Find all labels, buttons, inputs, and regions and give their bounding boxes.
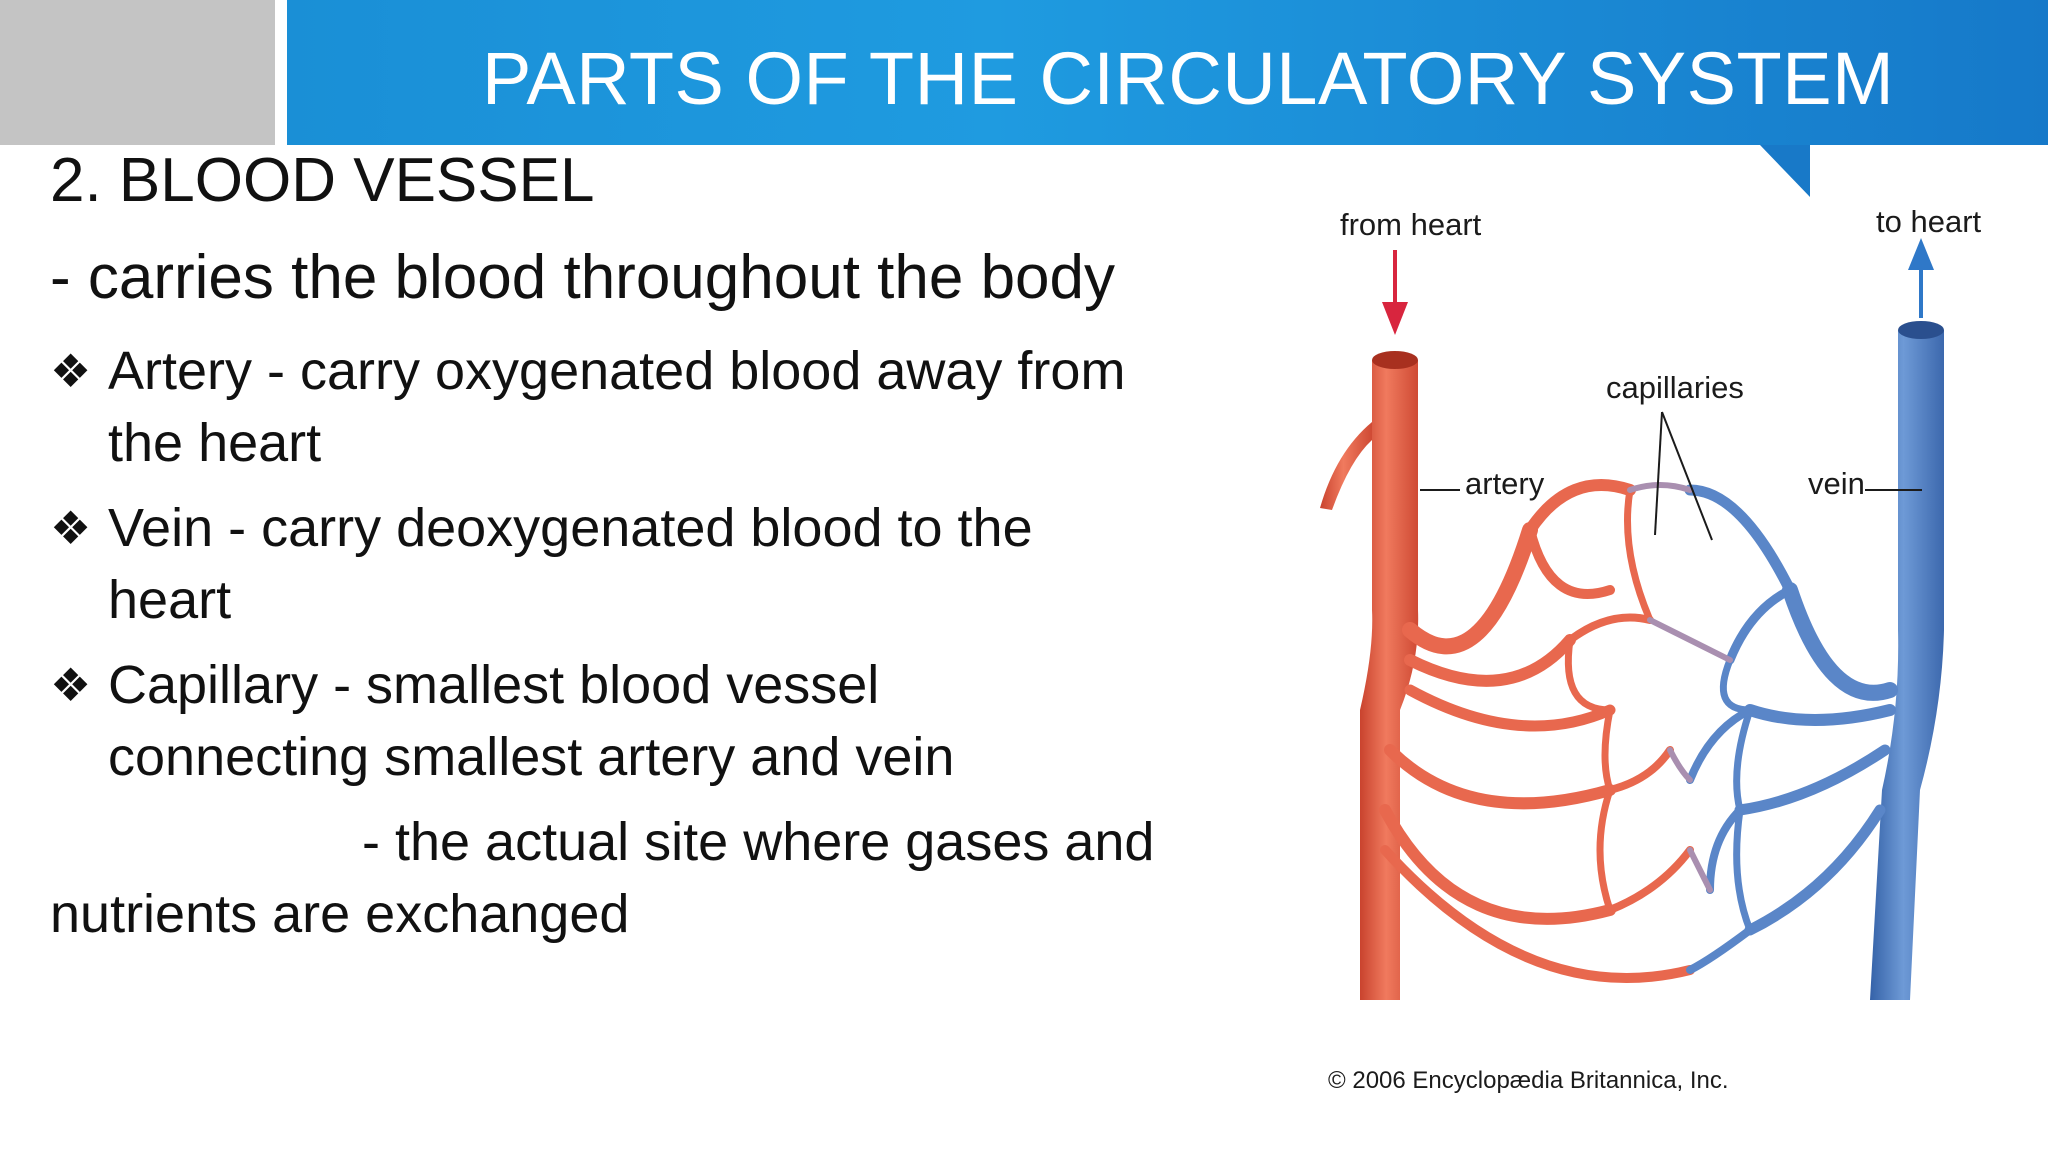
- copyright-credit: © 2006 Encyclopædia Britannica, Inc.: [1328, 1067, 1729, 1094]
- blood-vessel-illustration: from heart to heart capillaries artery v…: [1310, 190, 2010, 1110]
- artery-side-branch: [1320, 422, 1372, 510]
- capillary-note-cont: nutrients are exchanged: [50, 884, 630, 944]
- to-heart-arrow: [1908, 238, 1934, 318]
- bullet-text: Vein - carry deoxygenated blood to the: [108, 498, 1033, 558]
- vein-label: vein: [1808, 466, 1865, 501]
- bullet-diamond-icon: ❖: [50, 659, 92, 711]
- capillaries-leader-line-2: [1661, 411, 1713, 541]
- section-subheading: - carries the blood throughout the body: [50, 243, 1116, 312]
- bullet-text-cont: connecting smallest artery and vein: [108, 727, 955, 787]
- header-band: [287, 0, 2048, 145]
- bullet-diamond-icon: ❖: [50, 345, 92, 397]
- from-heart-arrow: [1382, 250, 1408, 335]
- bullet-text-cont: heart: [108, 570, 232, 630]
- arteriole-network: [1379, 479, 1695, 983]
- bullet-text-cont: the heart: [108, 413, 322, 473]
- bullet-text: Artery - carry oxygenated blood away fro…: [108, 341, 1126, 401]
- section-heading: 2. BLOOD VESSEL: [50, 146, 595, 215]
- vessel-diagram: from heart to heart capillaries artery v…: [1320, 204, 1982, 1094]
- vein-trunk: [1870, 330, 1944, 1000]
- bullet-diamond-icon: ❖: [50, 502, 92, 554]
- to-heart-label: to heart: [1876, 204, 1982, 239]
- header-gray-block: [0, 0, 275, 145]
- capillary-junctions: [1627, 482, 1733, 893]
- slide-title: PARTS OF THE CIRCULATORY SYSTEM: [482, 37, 1895, 120]
- capillaries-leader-line-1: [1654, 411, 1663, 536]
- artery-label: artery: [1465, 466, 1545, 501]
- capillary-note: - the actual site where gases and: [362, 812, 1155, 872]
- vein-opening: [1898, 321, 1944, 339]
- venule-network: [1684, 484, 1898, 974]
- bullet-text: Capillary - smallest blood vessel: [108, 655, 880, 715]
- artery-trunk: [1360, 360, 1419, 1000]
- from-heart-label: from heart: [1340, 207, 1482, 242]
- artery-opening: [1372, 351, 1418, 369]
- capillaries-label: capillaries: [1606, 370, 1744, 405]
